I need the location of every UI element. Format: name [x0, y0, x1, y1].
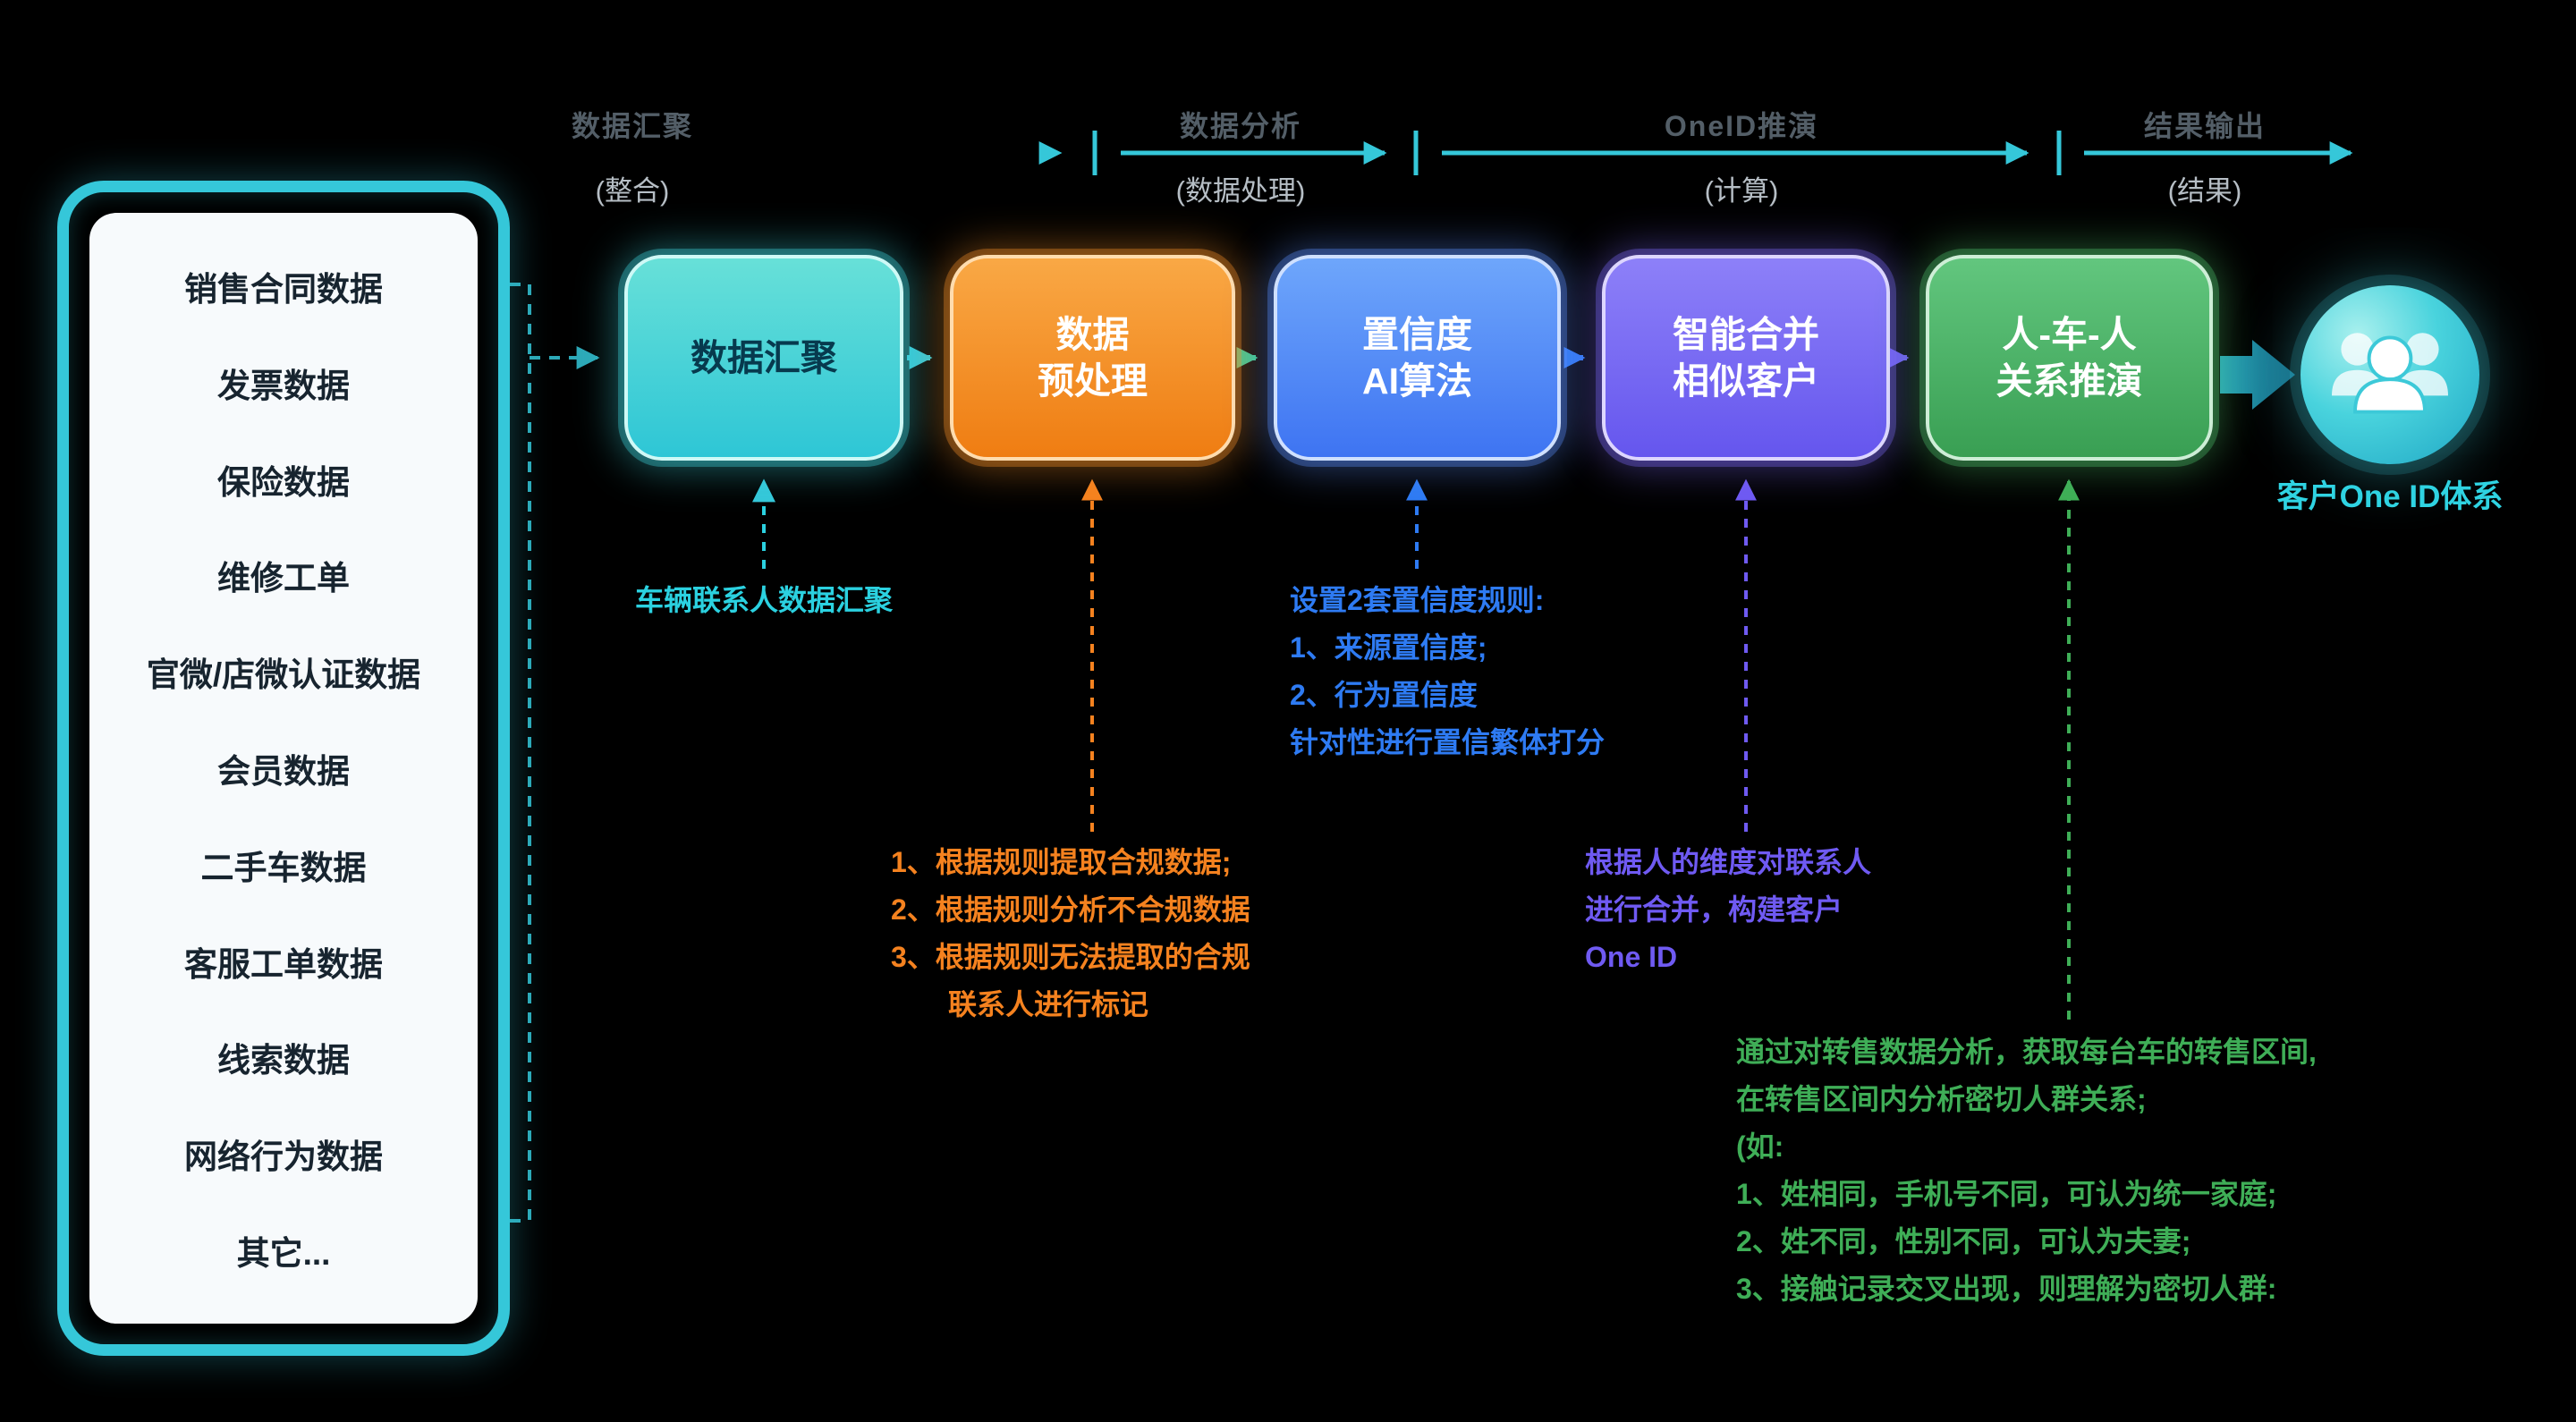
people-glyph — [2332, 333, 2448, 414]
note-line: 设置2套置信度规则: — [1290, 584, 1545, 616]
note-line: 联系人进行标记 — [948, 988, 1149, 1020]
source-bracket-connector — [510, 283, 600, 1223]
step-label-line: 数据 — [1055, 313, 1130, 355]
phase-sub-analysis: (数据处理) — [1175, 175, 1306, 207]
source-item-sales-contract: 销售合同数据 — [184, 270, 383, 308]
note-line: 2、姓不同，性别不同，可认为夫妻; — [1736, 1225, 2191, 1257]
note-line: 1、姓相同，手机号不同，可认为统一家庭; — [1736, 1178, 2277, 1210]
note-line: 在转售区间内分析密切人群关系; — [1736, 1083, 2147, 1115]
note-line: 3、接触记录交叉出现，则理解为密切人群: — [1736, 1273, 2277, 1305]
note-line: 针对性进行置信繁体打分 — [1290, 726, 1606, 758]
note-line: 通过对转售数据分析，获取每台车的转售区间, — [1736, 1036, 2317, 1068]
note-line: 车辆联系人数据汇聚 — [634, 584, 894, 616]
source-item-wechat-auth: 官微/店微认证数据 — [146, 656, 421, 694]
source-item-lead: 线索数据 — [217, 1042, 350, 1079]
phase-title-analysis: 数据分析 — [1179, 110, 1302, 142]
step-label-line: 关系推演 — [1996, 360, 2143, 402]
source-item-used-car: 二手车数据 — [200, 849, 367, 886]
step-label-line: 数据汇聚 — [691, 336, 837, 378]
step-label-line: 置信度 — [1362, 313, 1472, 355]
source-item-repair-order: 维修工单 — [217, 560, 350, 597]
step-box-smart-merge: 智能合并 相似客户 — [1602, 255, 1890, 461]
note-line: One ID — [1585, 941, 1678, 973]
note-line: 3、根据规则无法提取的合规 — [891, 941, 1250, 973]
note-line: 2、行为置信度 — [1290, 679, 1478, 711]
step-label-line: 预处理 — [1038, 360, 1148, 402]
result-label: 客户One ID体系 — [2276, 479, 2504, 514]
note-line: 2、根据规则分析不合规数据 — [891, 893, 1250, 926]
note-line: (如: — [1736, 1130, 1784, 1163]
source-item-web-behavior: 网络行为数据 — [184, 1138, 383, 1176]
step-box-confidence-ai: 置信度 AI算法 — [1274, 255, 1561, 461]
customer-group-icon — [2301, 285, 2479, 464]
source-item-member: 会员数据 — [217, 752, 350, 790]
note-confidence: 设置2套置信度规则: 1、来源置信度; 2、行为置信度 针对性进行置信繁体打分 — [1290, 577, 1605, 766]
data-source-panel: 销售合同数据 发票数据 保险数据 维修工单 官微/店微认证数据 会员数据 二手车… — [57, 181, 510, 1356]
step-box-data-aggregation: 数据汇聚 — [624, 255, 903, 461]
note-relation: 通过对转售数据分析，获取每台车的转售区间, 在转售区间内分析密切人群关系; (如… — [1736, 1028, 2317, 1313]
note-merge: 根据人的维度对联系人 进行合并，构建客户 One ID — [1585, 839, 1871, 981]
step-label-line: 相似客户 — [1673, 360, 1819, 402]
arrow-step5-result — [2220, 340, 2295, 410]
step-box-data-preprocess: 数据 预处理 — [950, 255, 1235, 461]
note-line: 根据人的维度对联系人 — [1585, 846, 1872, 878]
note-line: 1、根据规则提取合规数据; — [891, 846, 1232, 878]
source-item-invoice: 发票数据 — [217, 367, 350, 404]
phase-sub-output: (结果) — [2167, 175, 2242, 207]
step-label-line: 人-车-人 — [2002, 313, 2137, 355]
note-line: 进行合并，构建客户 — [1585, 893, 1843, 926]
phase-sub-aggregation: (整合) — [595, 175, 670, 207]
source-item-others: 其它... — [236, 1235, 331, 1273]
note-line: 1、来源置信度; — [1290, 631, 1487, 664]
phase-title-oneid: OneID推演 — [1664, 110, 1819, 142]
data-source-list: 销售合同数据 发票数据 保险数据 维修工单 官微/店微认证数据 会员数据 二手车… — [89, 213, 478, 1324]
phase-title-output: 结果输出 — [2143, 110, 2267, 142]
phase-title-aggregation: 数据汇聚 — [571, 110, 694, 142]
step-box-relation-deduction: 人-车-人 关系推演 — [1926, 255, 2213, 461]
phase-sub-oneid: (计算) — [1704, 175, 1779, 207]
step-label-line: AI算法 — [1362, 360, 1472, 402]
source-item-insurance: 保险数据 — [217, 463, 350, 501]
note-preprocess: 1、根据规则提取合规数据; 2、根据规则分析不合规数据 3、根据规则无法提取的合… — [891, 839, 1250, 1028]
source-item-service-ticket: 客服工单数据 — [184, 945, 383, 983]
step-label-line: 智能合并 — [1673, 313, 1819, 355]
note-aggregation: 车辆联系人数据汇聚 — [635, 577, 893, 624]
